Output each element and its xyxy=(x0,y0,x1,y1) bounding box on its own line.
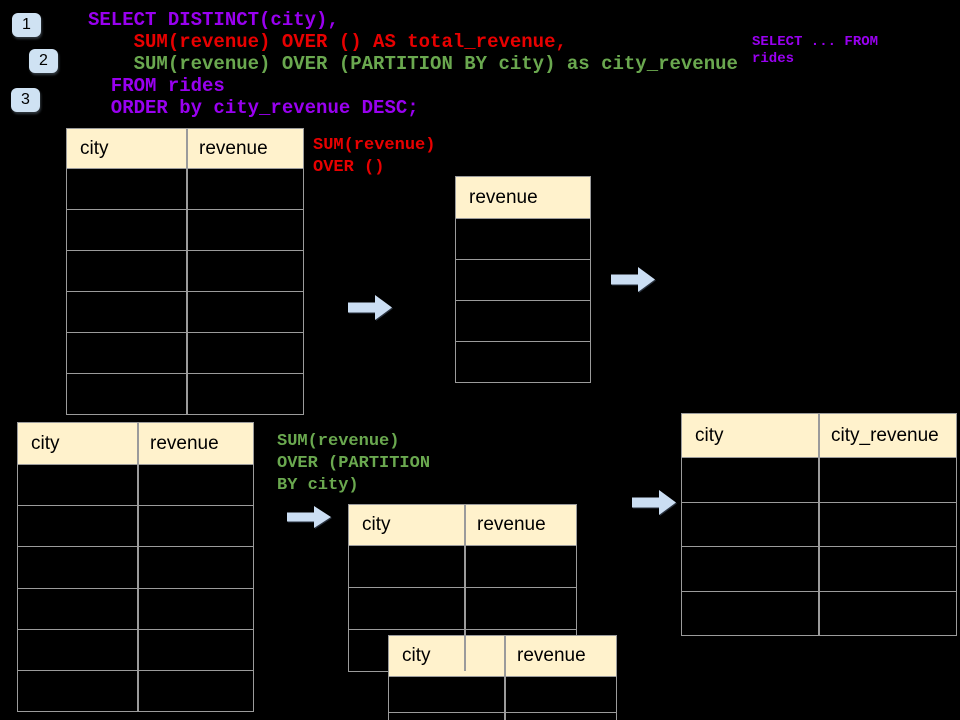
table-row xyxy=(349,545,576,587)
table-row xyxy=(18,464,253,505)
sql-line-select: SELECT DISTINCT(city), xyxy=(88,9,339,31)
column-header-revenue: revenue xyxy=(150,432,219,454)
column-header-revenue: revenue xyxy=(199,137,268,159)
column-header-city: city xyxy=(402,645,431,666)
table-source-top: city revenue xyxy=(66,128,304,415)
sum-over-label: SUM(revenue) OVER () xyxy=(313,136,436,177)
table-row xyxy=(67,373,303,414)
step-badge-1: 1 xyxy=(12,13,41,37)
column-header-revenue: revenue xyxy=(469,186,538,208)
table-revenue-only-header: revenue xyxy=(456,177,590,218)
table-row xyxy=(67,209,303,250)
sql-line-total-revenue: SUM(revenue) OVER () AS total_revenue, xyxy=(88,31,567,53)
table-partition-group-a-header: city revenue xyxy=(349,505,576,545)
select-from-rides-note: SELECT ... FROM rides xyxy=(752,34,879,67)
column-header-city: city xyxy=(31,432,60,454)
step-badge-3-label: 3 xyxy=(21,91,30,108)
sql-line-city-revenue: SUM(revenue) OVER (PARTITION BY city) as… xyxy=(88,53,738,75)
table-row xyxy=(682,546,956,591)
table-row xyxy=(682,501,956,547)
table-row xyxy=(389,676,616,712)
table-partition-group-b-header: city revenue xyxy=(389,636,616,676)
table-row xyxy=(456,341,590,382)
arrow-right-icon xyxy=(348,294,393,321)
column-header-revenue: revenue xyxy=(477,514,546,535)
table-row xyxy=(18,546,253,587)
table-row xyxy=(67,250,303,291)
arrow-right-icon xyxy=(611,266,656,293)
table-source-bottom-header: city revenue xyxy=(18,423,253,464)
sql-line-from: FROM rides xyxy=(88,75,225,97)
table-row xyxy=(349,629,576,671)
table-row xyxy=(18,505,253,546)
table-row xyxy=(18,669,253,711)
table-row xyxy=(67,291,303,332)
table-row xyxy=(456,218,590,259)
table-row xyxy=(456,300,590,341)
sum-over-partition-label: SUM(revenue) OVER (PARTITION BY city) xyxy=(277,432,431,495)
step-badge-2-label: 2 xyxy=(39,52,48,69)
column-header-city: city xyxy=(695,424,724,446)
arrow-right-icon xyxy=(287,505,332,532)
table-row xyxy=(67,168,303,209)
table-row xyxy=(389,712,616,720)
table-row xyxy=(349,587,576,629)
table-row xyxy=(456,259,590,300)
arrow-right-icon xyxy=(632,489,677,516)
table-source-top-header: city revenue xyxy=(67,129,303,168)
table-partition-group-b: city revenue xyxy=(388,635,617,720)
table-row xyxy=(682,457,956,502)
step-badge-1-label: 1 xyxy=(22,16,31,33)
table-row xyxy=(18,628,253,670)
table-source-bottom: city revenue xyxy=(17,422,254,713)
sql-code-block: SELECT DISTINCT(city), SUM(revenue) OVER… xyxy=(88,9,738,119)
table-row xyxy=(67,332,303,373)
table-row xyxy=(682,590,956,636)
column-header-revenue: revenue xyxy=(517,645,586,666)
column-header-city: city xyxy=(80,137,109,159)
sql-line-order-by: ORDER by city_revenue DESC; xyxy=(88,97,419,119)
table-revenue-only: revenue xyxy=(455,176,591,383)
table-result-header: city city_revenue xyxy=(682,414,956,457)
table-row xyxy=(18,587,253,629)
column-header-city: city xyxy=(362,514,391,535)
column-header-city-revenue: city_revenue xyxy=(831,424,939,446)
step-badge-3: 3 xyxy=(11,88,40,112)
table-result: city city_revenue xyxy=(681,413,957,636)
step-badge-2: 2 xyxy=(29,49,58,73)
